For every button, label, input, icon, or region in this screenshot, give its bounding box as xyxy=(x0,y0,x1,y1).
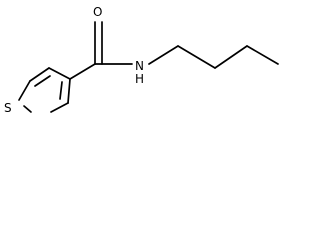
bond-n-c1 xyxy=(148,45,179,65)
hydrogen-atom-label: H xyxy=(135,72,144,86)
bond-c3-c4-chain xyxy=(246,45,279,65)
bond-c4-c5 xyxy=(67,78,71,104)
bond-c2-c3-chain xyxy=(214,45,248,69)
thiophene-ring xyxy=(18,67,71,113)
bond-c2-c3 xyxy=(29,67,50,82)
bond-ring-carbonyl xyxy=(69,63,96,80)
structure-diagram: S O N H xyxy=(0,0,282,122)
bond-c5-s xyxy=(50,102,69,113)
nitrogen-atom-label: N xyxy=(135,59,144,73)
bond-c3-c4 xyxy=(48,67,71,80)
butyl-chain xyxy=(148,45,279,69)
sulfur-atom-label: S xyxy=(4,101,12,115)
bond-s-c5-left xyxy=(23,105,32,113)
molecule-svg: S O N H xyxy=(4,5,279,115)
bond-c2-c3-inner xyxy=(34,75,51,87)
bond-s-c2 xyxy=(18,80,31,101)
amide-group xyxy=(69,21,133,80)
bond-c4-c5-inner xyxy=(59,81,63,100)
bond-c1-c2 xyxy=(177,45,216,69)
oxygen-atom-label: O xyxy=(93,5,102,19)
